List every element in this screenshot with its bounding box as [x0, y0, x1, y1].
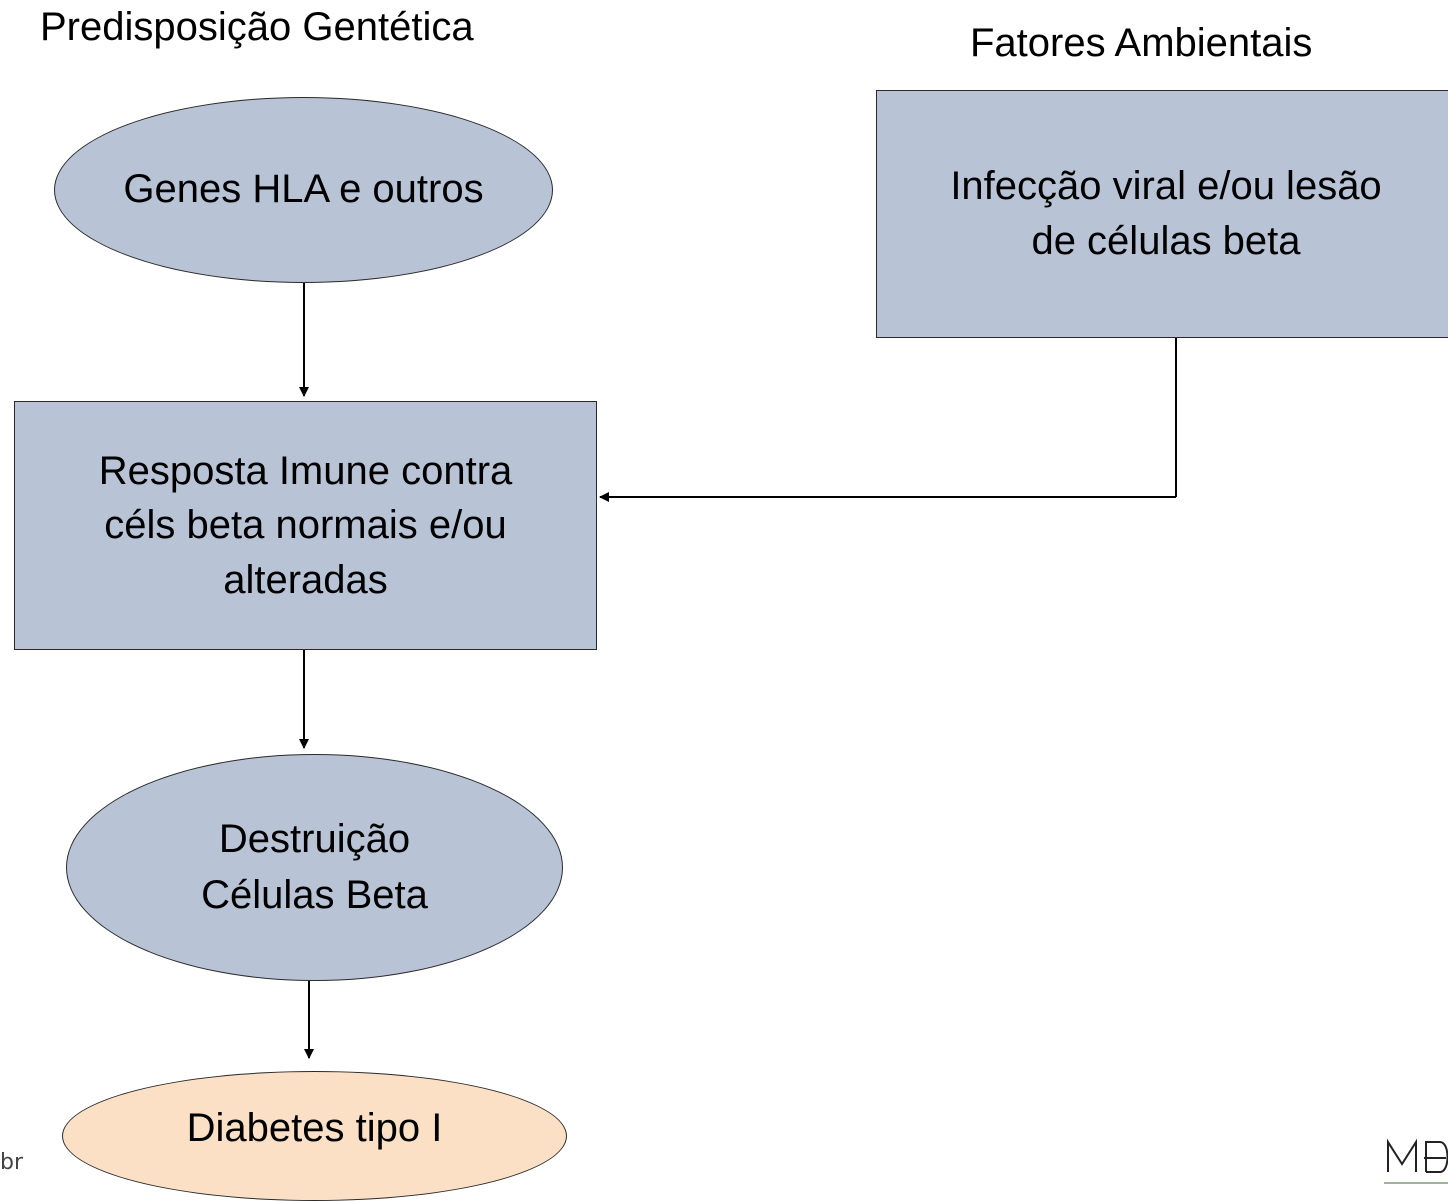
footer-text: br	[0, 1150, 24, 1175]
node-beta-cell-destruction-line-1: Destruição	[218, 817, 411, 862]
node-viral-infection-line-2: de células beta	[1031, 219, 1301, 263]
logo-mark	[1384, 1138, 1448, 1184]
node-hla-genes: Genes HLA e outros	[54, 97, 553, 283]
node-immune-response-line-1: Resposta Imune contra	[98, 448, 513, 493]
node-beta-cell-destruction-line-2: Células Beta	[201, 872, 428, 917]
heading-genetic-predisposition: Predisposição Gentética	[40, 5, 474, 49]
node-viral-infection-line-1: Infecção viral e/ou lesão	[950, 163, 1382, 208]
node-viral-infection: Infecção viral e/ou lesão de células bet…	[876, 90, 1448, 338]
node-hla-genes-line: Genes HLA e outros	[123, 167, 484, 212]
node-immune-response-line-3: alteradas	[223, 557, 388, 602]
heading-environmental-factors: Fatores Ambientais	[970, 21, 1313, 65]
node-immune-response-line-2: céls beta normais e/ou	[104, 503, 507, 548]
node-type1-diabetes-line: Diabetes tipo I	[186, 1106, 443, 1150]
node-beta-cell-destruction: Destruição Células Beta	[66, 754, 563, 981]
node-immune-response: Resposta Imune contra céls beta normais …	[14, 401, 597, 650]
node-type1-diabetes: Diabetes tipo I	[62, 1071, 567, 1201]
